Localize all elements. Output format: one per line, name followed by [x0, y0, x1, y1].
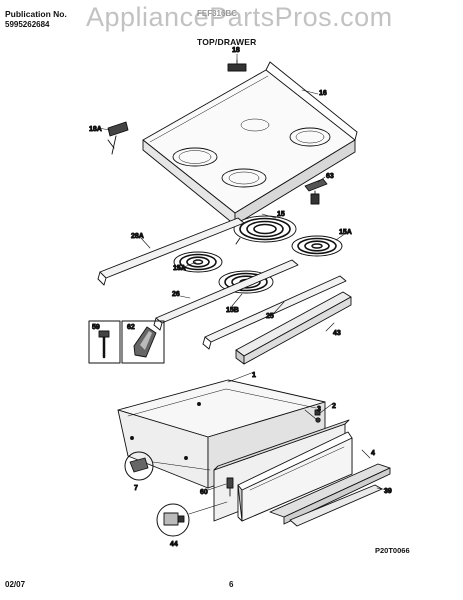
- part-label-1: 1: [252, 372, 256, 379]
- leader-lines: [97, 53, 389, 491]
- element-bracket-25: [202, 275, 347, 350]
- watermark: AppliancePartsPros.com: [86, 2, 393, 32]
- part-label-18a: 18A: [89, 126, 102, 133]
- page-number: 6: [229, 580, 234, 589]
- drawer-roller-60: [226, 477, 234, 497]
- part-label-15b: 15B: [226, 307, 239, 314]
- model-number: FEF316BC: [197, 9, 238, 18]
- footer-date: 02/07: [5, 580, 26, 589]
- part-label-59: 59: [92, 324, 100, 331]
- part-label-26: 26: [172, 291, 180, 298]
- inset-box-62: [121, 320, 165, 364]
- publication-number: 5995262684: [5, 20, 50, 29]
- part-label-15: 15: [277, 211, 285, 218]
- part-label-3: 3: [317, 406, 321, 413]
- screw-2: [314, 409, 321, 416]
- part-label-16: 16: [319, 90, 327, 97]
- inset-box-59: [88, 320, 121, 364]
- part-label-7: 7: [134, 485, 138, 492]
- part-label-15a-right: 15A: [339, 229, 352, 236]
- drawer-front-panel: [213, 419, 353, 522]
- section-title: TOP/DRAWER: [197, 37, 257, 47]
- surface-element-15a-right: [291, 235, 343, 257]
- screw-3: [315, 417, 321, 423]
- drawer-glide-44: [156, 501, 228, 537]
- top-clip-18: [227, 59, 247, 72]
- part-label-62: 62: [127, 324, 135, 331]
- surface-element-15: [233, 215, 297, 245]
- part-label-25: 25: [266, 313, 274, 320]
- figure-code: P20T0066: [375, 546, 410, 555]
- switch-bracket-63: [304, 178, 328, 205]
- publication-label: Publication No.: [5, 9, 67, 19]
- part-label-28a: 28A: [131, 233, 144, 240]
- part-label-2: 2: [332, 403, 336, 410]
- part-label-39: 39: [384, 488, 392, 495]
- part-label-15a-left: 15A: [173, 265, 186, 272]
- part-label-60: 60: [200, 489, 208, 496]
- drawer-roller-7: [124, 451, 211, 481]
- part-label-44: 44: [170, 541, 178, 548]
- drawer-handle: [269, 463, 391, 525]
- element-bracket-28a: [97, 217, 245, 286]
- surface-element-15a-left: [173, 251, 223, 273]
- part-label-43: 43: [333, 330, 341, 337]
- part-label-18: 18: [232, 47, 240, 54]
- part-label-63: 63: [326, 173, 334, 180]
- part-label-4: 4: [371, 450, 375, 457]
- top-clip-18a: [107, 121, 129, 155]
- trim-43: [235, 291, 352, 365]
- cooktop-glass-top: [142, 61, 358, 226]
